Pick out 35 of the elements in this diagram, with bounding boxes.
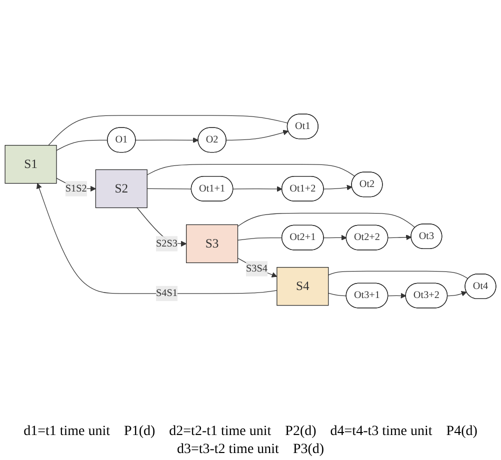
arrow: [36, 183, 278, 294]
connector: [237, 237, 282, 241]
note-text: d4=t4-t3 time unit: [330, 424, 432, 440]
edge-label: S3S4: [246, 263, 268, 274]
node-box: S3: [186, 224, 238, 264]
edge-label: S2S3: [156, 238, 178, 249]
connector: [328, 292, 347, 296]
edge-label: S4S1: [156, 288, 178, 299]
node-box: S4: [276, 267, 329, 306]
arrow: [226, 130, 289, 141]
connector: [328, 270, 468, 280]
arrow: [136, 207, 187, 247]
note-text: P1(d): [124, 424, 156, 440]
arrow: [324, 184, 352, 190]
connector: [237, 212, 416, 228]
note-text: P2(d): [285, 424, 316, 440]
arrow: [232, 186, 282, 192]
arrow: [388, 292, 406, 298]
note-text: d2=t2-t1 time unit: [169, 424, 272, 440]
connector: [48, 115, 288, 146]
arrow: [447, 291, 467, 296]
connector: [146, 188, 192, 190]
note-text: P3(d): [292, 442, 324, 458]
connector: [56, 140, 108, 151]
arrow: [237, 258, 278, 278]
node-box: S2: [95, 169, 148, 208]
note-text: P4(d): [446, 424, 478, 440]
node-box: S1: [4, 144, 57, 184]
note-text: d3=t3-t2 time unit: [176, 442, 279, 458]
edge-label: S1S2: [65, 183, 87, 194]
note-text: d1=t1 time unit: [24, 424, 110, 440]
arrow: [135, 137, 199, 143]
arrow: [388, 234, 412, 240]
connector: [146, 164, 356, 177]
arrow: [324, 234, 347, 240]
